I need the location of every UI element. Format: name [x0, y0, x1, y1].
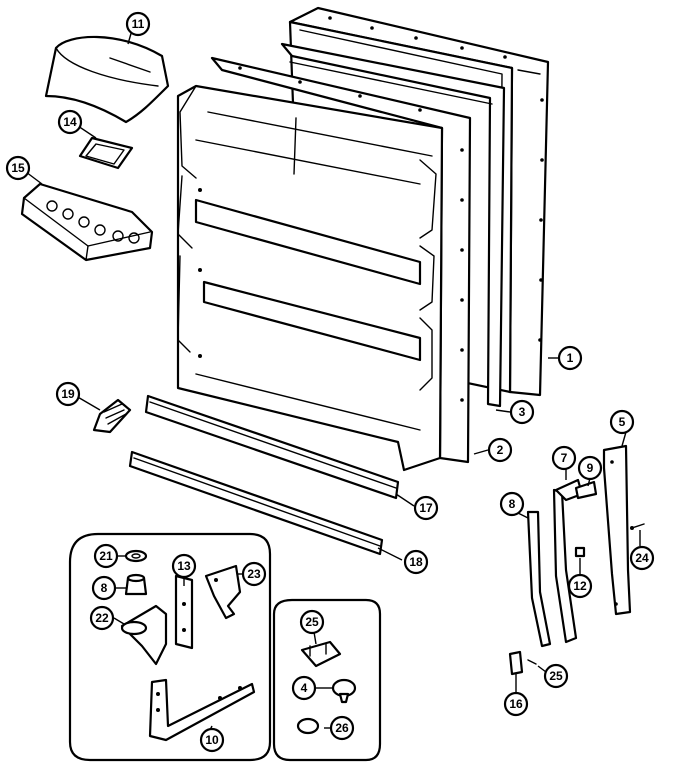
inner-door-liner: [176, 56, 472, 472]
callout-9: 9: [577, 455, 603, 481]
callout-label-16: 16: [509, 697, 523, 711]
callout-label-6: 8: [509, 497, 516, 511]
callout-24: 24: [629, 545, 655, 571]
callout-label-15: 15: [11, 161, 25, 175]
callout-25a: 25: [299, 609, 325, 635]
leader-lines: [25, 29, 641, 735]
callout-15: 15: [5, 155, 31, 181]
callout-13: 13: [171, 553, 197, 579]
butter-tray: [78, 136, 134, 170]
callout-2: 2: [487, 437, 513, 463]
callout-label-2: 2: [497, 443, 504, 457]
hinge-hardware-inset: [68, 532, 272, 762]
callout-7: 7: [551, 445, 577, 471]
callout-26: 26: [329, 715, 355, 741]
callout-1: 1: [557, 345, 583, 371]
callout-label-24: 24: [635, 551, 649, 565]
callout-12: 12: [567, 573, 593, 599]
shelf-rail: [128, 450, 384, 556]
callout-21: 21: [93, 543, 119, 569]
callout-label-14: 14: [63, 115, 77, 129]
callout-label-1: 1: [567, 351, 574, 365]
callout-label-9: 9: [587, 461, 594, 475]
callout-4: 4: [291, 675, 317, 701]
callout-10: 10: [199, 727, 225, 753]
callout-23: 23: [241, 561, 267, 587]
callout-label-8: 8: [101, 581, 108, 595]
callout-6: 8: [499, 491, 525, 517]
callout-label-25a: 25: [305, 615, 319, 629]
callout-label-17: 17: [419, 501, 433, 515]
egg-tray: [20, 182, 154, 262]
callout-label-3: 3: [519, 405, 526, 419]
callout-18: 18: [403, 549, 429, 575]
callout-11: 11: [125, 11, 151, 37]
callout-3: 3: [509, 399, 535, 425]
callout-label-21: 21: [99, 549, 113, 563]
callout-label-7: 7: [561, 451, 568, 465]
callout-label-26: 26: [335, 721, 349, 735]
callout-16: 16: [503, 691, 529, 717]
callout-label-10: 10: [205, 733, 219, 747]
dairy-compartment-cover: [44, 35, 170, 124]
callout-5: 5: [609, 409, 635, 435]
door-gasket: [280, 42, 506, 408]
callout-label-25b: 25: [549, 669, 563, 683]
callout-label-22: 22: [95, 611, 109, 625]
callout-17: 17: [413, 495, 439, 521]
door-bottom-trim: [144, 394, 400, 500]
callout-19: 19: [55, 381, 81, 407]
callout-label-23: 23: [247, 567, 261, 581]
callout-label-18: 18: [409, 555, 423, 569]
callout-22: 22: [89, 605, 115, 631]
callout-25b: 25: [543, 663, 569, 689]
callout-label-13: 13: [177, 559, 191, 573]
door-handles: [508, 444, 645, 676]
callout-label-11: 11: [132, 17, 145, 31]
door-stop-part: [92, 398, 132, 434]
callout-label-5: 5: [619, 415, 626, 429]
handle-parts-inset: [272, 598, 382, 762]
callout-label-4: 4: [301, 681, 308, 695]
callout-8: 8: [91, 575, 117, 601]
callout-14: 14: [57, 109, 83, 135]
callout-label-12: 12: [573, 579, 587, 593]
callout-label-19: 19: [61, 387, 75, 401]
